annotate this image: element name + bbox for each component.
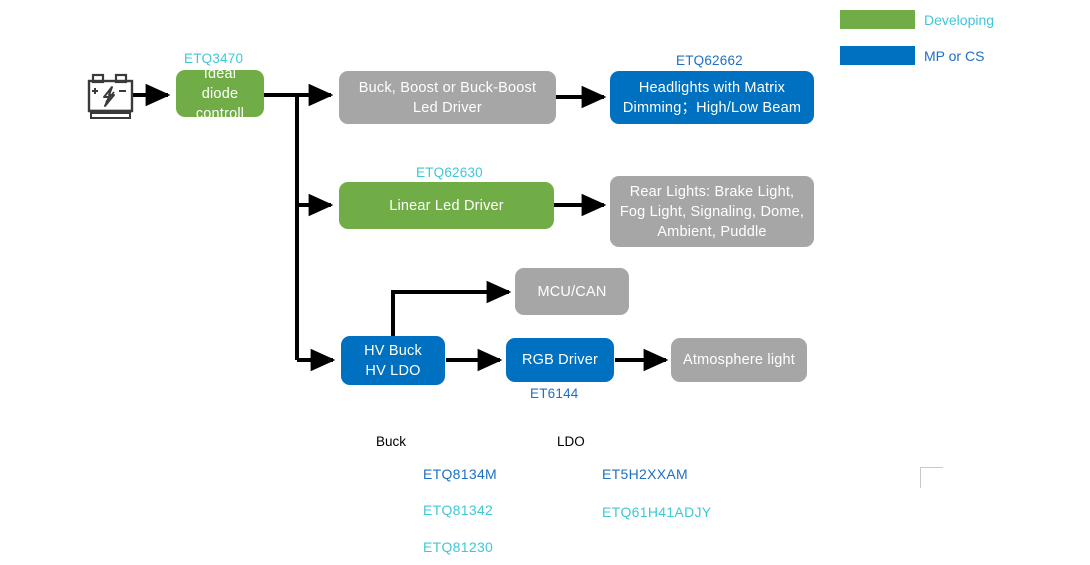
node-buck-boost-led-driver-label: Buck, Boost or Buck-Boost Led Driver — [358, 79, 537, 116]
part-list-heading-ldo: LDO — [557, 434, 585, 449]
node-ideal-diode-label: Ideal diode controll — [195, 70, 245, 117]
node-buck-boost-led-driver[interactable]: Buck, Boost or Buck-Boost Led Driver — [339, 71, 556, 124]
crop-mark — [920, 467, 943, 488]
node-atmosphere-light-label: Atmosphere light — [682, 352, 795, 368]
list-item-part: ET5H2XXAM — [602, 466, 688, 482]
list-item-part: ETQ81230 — [423, 539, 494, 555]
node-mcu-can-label: MCU/CAN — [537, 283, 607, 300]
battery-icon — [85, 68, 137, 127]
tag-rgb-driver: ET6144 — [530, 386, 579, 401]
node-mcu-can[interactable]: MCU/CAN — [515, 268, 629, 315]
tag-linear-led-driver: ETQ62630 — [416, 165, 483, 180]
list-item-part: ETQ8134M — [423, 466, 497, 482]
legend-label-developing: Developing — [924, 12, 995, 28]
node-linear-led-driver-label: Linear Led Driver — [389, 197, 504, 214]
node-rgb-driver[interactable]: RGB Driver — [506, 338, 614, 382]
legend-swatch-developing — [840, 10, 915, 29]
node-hv-buck-hv-ldo[interactable]: HV Buck HV LDO — [341, 336, 445, 385]
node-hv-buck-label: HV Buck — [364, 342, 422, 359]
node-linear-led-driver[interactable]: Linear Led Driver — [339, 182, 554, 229]
node-headlights[interactable]: Headlights with Matrix Dimming；High/Low … — [610, 71, 814, 124]
tag-ideal-diode: ETQ3470 — [184, 51, 244, 66]
node-headlights-label: Headlights with Matrix Dimming；High/Low … — [622, 79, 802, 116]
list-item-part: ETQ81342 — [423, 502, 494, 518]
part-list-heading-buck: Buck — [376, 434, 407, 449]
list-item-part: ETQ61H41ADJY — [602, 504, 712, 520]
node-rgb-driver-label: RGB Driver — [521, 352, 599, 368]
node-rear-lights[interactable]: Rear Lights: Brake Light, Fog Light, Sig… — [610, 176, 814, 247]
node-hv-ldo-label: HV LDO — [365, 362, 421, 379]
legend-swatch-mp-or-cs — [840, 46, 915, 65]
legend-label-mp-or-cs: MP or CS — [924, 48, 985, 64]
node-atmosphere-light[interactable]: Atmosphere light — [671, 338, 807, 382]
tag-headlights: ETQ62662 — [676, 53, 743, 68]
node-ideal-diode-controller[interactable]: Ideal diode controll — [176, 70, 264, 117]
node-rear-lights-label: Rear Lights: Brake Light, Fog Light, Sig… — [619, 183, 805, 240]
